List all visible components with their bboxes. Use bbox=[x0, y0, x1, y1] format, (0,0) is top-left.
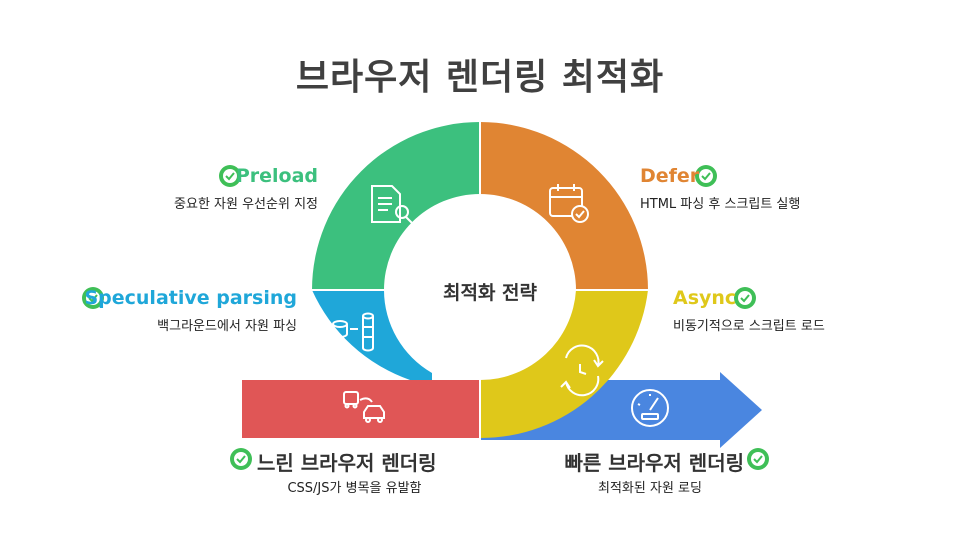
slow-rendering-block bbox=[242, 380, 480, 438]
fast-rendering-description: 최적화된 자원 로딩 bbox=[598, 481, 702, 496]
slow-rendering-label: 느린 브라우저 렌더링 bbox=[257, 451, 437, 475]
preload-label: Preload bbox=[235, 165, 318, 187]
async-description: 비동기적으로 스크립트 로드 bbox=[673, 319, 825, 334]
calendar-check-icon bbox=[549, 184, 589, 223]
async-label: Async bbox=[673, 287, 737, 309]
async-segment bbox=[480, 290, 648, 439]
fast-rendering-label: 빠른 브라우저 렌더링 bbox=[564, 451, 744, 475]
slow-rendering-description: CSS/JS가 병목을 유발함 bbox=[287, 481, 422, 496]
defer-label: Defer bbox=[640, 165, 700, 187]
preload-check-badge-icon bbox=[219, 165, 241, 187]
vehicles-icon bbox=[343, 391, 385, 423]
fast-check-badge-icon bbox=[747, 448, 769, 470]
clock-refresh-icon bbox=[560, 344, 604, 397]
speculative-label: Speculative parsing bbox=[84, 287, 297, 309]
center-label: 최적화 전략 bbox=[442, 282, 537, 304]
speculative-description: 백그라운드에서 자원 파싱 bbox=[157, 319, 297, 334]
defer-segment bbox=[480, 122, 648, 290]
defer-description: HTML 파싱 후 스크립트 실행 bbox=[640, 197, 801, 212]
document-search-icon bbox=[371, 185, 413, 224]
speculative-check-badge-icon bbox=[82, 287, 104, 309]
database-icon bbox=[332, 312, 374, 352]
page-title: 브라우저 렌더링 최적화 bbox=[295, 57, 665, 98]
defer-check-badge-icon bbox=[695, 165, 717, 187]
slow-check-badge-icon bbox=[230, 448, 252, 470]
speedometer-icon bbox=[631, 389, 669, 427]
preload-description: 중요한 자원 우선순위 지정 bbox=[174, 197, 318, 212]
preload-segment bbox=[312, 122, 480, 290]
async-check-badge-icon bbox=[734, 287, 756, 309]
